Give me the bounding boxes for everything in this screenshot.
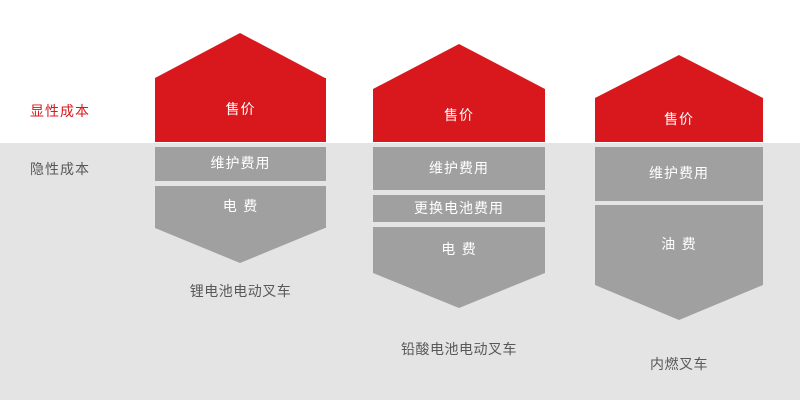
caption-lead-acid: 铅酸电池电动叉车 xyxy=(401,342,517,358)
segment-label: 电 费 xyxy=(222,199,259,215)
segment-lithium-maintenance: 维护费用 xyxy=(155,147,326,181)
segment-lithium-electricity: 电 费 xyxy=(155,186,326,228)
roof-lead-acid xyxy=(373,44,545,89)
segment-label: 售价 xyxy=(444,107,474,124)
segment-lead-acid-electricity: 电 费 xyxy=(373,227,545,273)
segment-combustion-maintenance: 维护费用 xyxy=(595,147,763,201)
foot-lead-acid xyxy=(373,273,545,308)
roof-lithium xyxy=(155,33,325,78)
segment-label: 售价 xyxy=(664,112,694,128)
segment-label: 维护费用 xyxy=(210,156,271,172)
roof-combustion xyxy=(595,55,763,98)
segment-lead-acid-maintenance: 维护费用 xyxy=(373,147,545,190)
caption-combustion: 内燃叉车 xyxy=(650,357,708,373)
segment-lead-acid-battery-replacement: 更换电池费用 xyxy=(373,195,545,222)
segment-label: 售价 xyxy=(225,102,256,118)
segment-combustion-fuel: 油 费 xyxy=(595,205,763,285)
segment-combustion-price: 售价 xyxy=(595,98,763,142)
foot-combustion xyxy=(595,285,763,320)
segment-lead-acid-price: 售价 xyxy=(373,89,545,142)
segment-label: 维护费用 xyxy=(429,160,489,177)
implicit-cost-label: 隐性成本 xyxy=(30,162,90,178)
foot-lithium xyxy=(155,228,325,263)
caption-lithium: 锂电池电动叉车 xyxy=(189,284,292,300)
segment-label: 更换电池费用 xyxy=(414,200,504,217)
segment-label: 电 费 xyxy=(441,242,477,258)
segment-label: 油 费 xyxy=(661,237,697,253)
explicit-cost-label: 显性成本 xyxy=(30,104,90,120)
segment-label: 维护费用 xyxy=(649,166,709,182)
segment-lithium-price: 售价 xyxy=(155,78,326,142)
